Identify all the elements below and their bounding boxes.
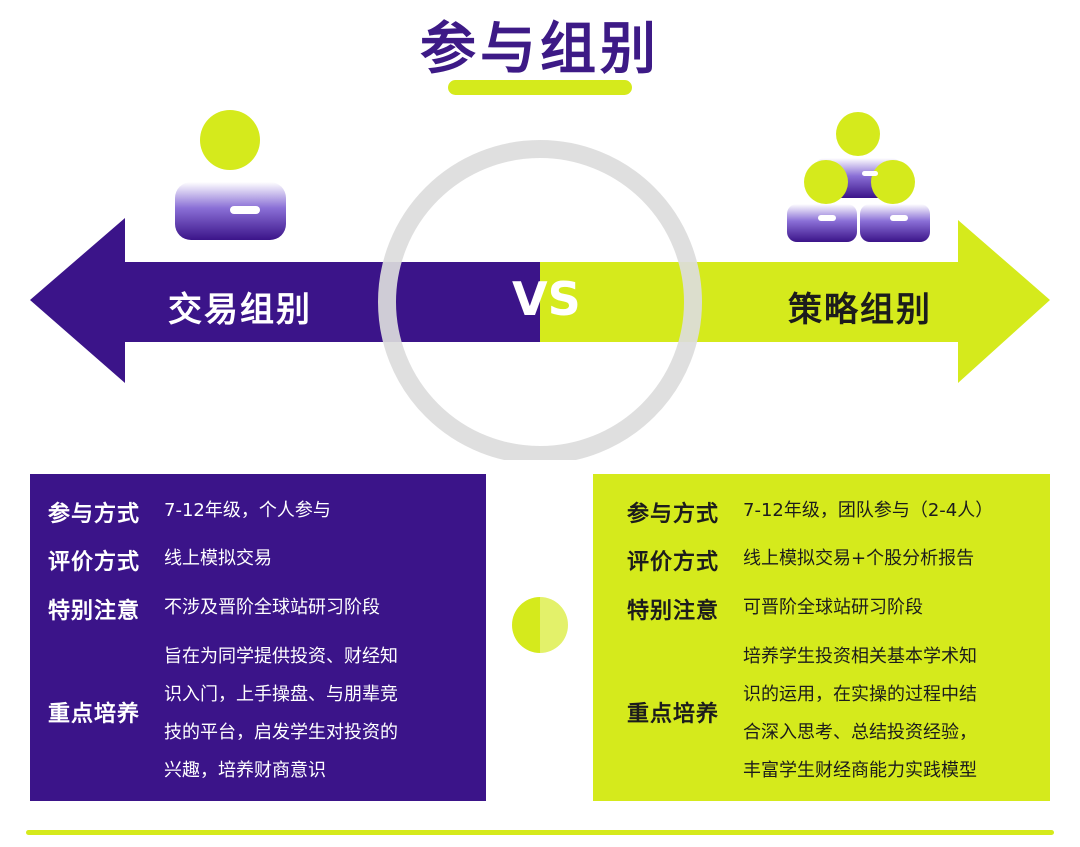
row-key: 参与方式 <box>627 502 720 527</box>
bottom-divider <box>26 830 1054 835</box>
half-circle-icon <box>512 597 568 653</box>
row-value: 不涉及晋阶全球站研习阶段 <box>164 597 380 618</box>
row-key: 重点培养 <box>48 702 141 727</box>
row-value-line: 识的运用，在实操的过程中结 <box>743 684 977 705</box>
vs-arrow-banner <box>30 110 1050 460</box>
row-value: 7-12年级，团队参与（2-4人） <box>743 500 994 521</box>
row-value-line: 技的平台，启发学生对投资的 <box>164 722 398 743</box>
left-arrow <box>30 218 540 383</box>
row-value: 线上模拟交易 <box>164 548 272 569</box>
row-value-line: 兴趣，培养财商意识 <box>164 760 326 781</box>
row-value-line: 培养学生投资相关基本学术知 <box>743 646 977 667</box>
page-title: 参与组别 <box>420 17 660 82</box>
vs-text: VS <box>512 272 581 326</box>
team-icon <box>787 112 930 242</box>
right-arrow <box>540 220 1050 383</box>
row-value-line: 识入门，上手操盘、与朋辈竞 <box>164 684 398 705</box>
row-key: 参与方式 <box>48 502 141 527</box>
row-value-line: 合深入思考、总结投资经验， <box>743 722 977 743</box>
row-value: 线上模拟交易+个股分析报告 <box>743 548 975 569</box>
row-key: 特别注意 <box>48 599 141 624</box>
center-ring <box>378 140 702 460</box>
left-group-name: 交易组别 <box>168 290 312 330</box>
row-key: 评价方式 <box>48 550 141 575</box>
row-value-line: 旨在为同学提供投资、财经知 <box>164 646 398 667</box>
right-group-name: 策略组别 <box>788 290 932 330</box>
single-person-icon <box>175 110 286 240</box>
row-value: 7-12年级，个人参与 <box>164 500 331 521</box>
row-value: 可晋阶全球站研习阶段 <box>743 597 923 618</box>
left-info-panel: 参与方式 7-12年级，个人参与 评价方式 线上模拟交易 特别注意 不涉及晋阶全… <box>30 474 486 801</box>
title-underline <box>448 80 632 95</box>
row-key: 重点培养 <box>627 702 720 727</box>
row-key: 特别注意 <box>627 599 720 624</box>
row-key: 评价方式 <box>627 550 720 575</box>
row-value-line: 丰富学生财经商能力实践模型 <box>743 760 977 781</box>
right-info-panel: 参与方式 7-12年级，团队参与（2-4人） 评价方式 线上模拟交易+个股分析报… <box>593 474 1050 801</box>
